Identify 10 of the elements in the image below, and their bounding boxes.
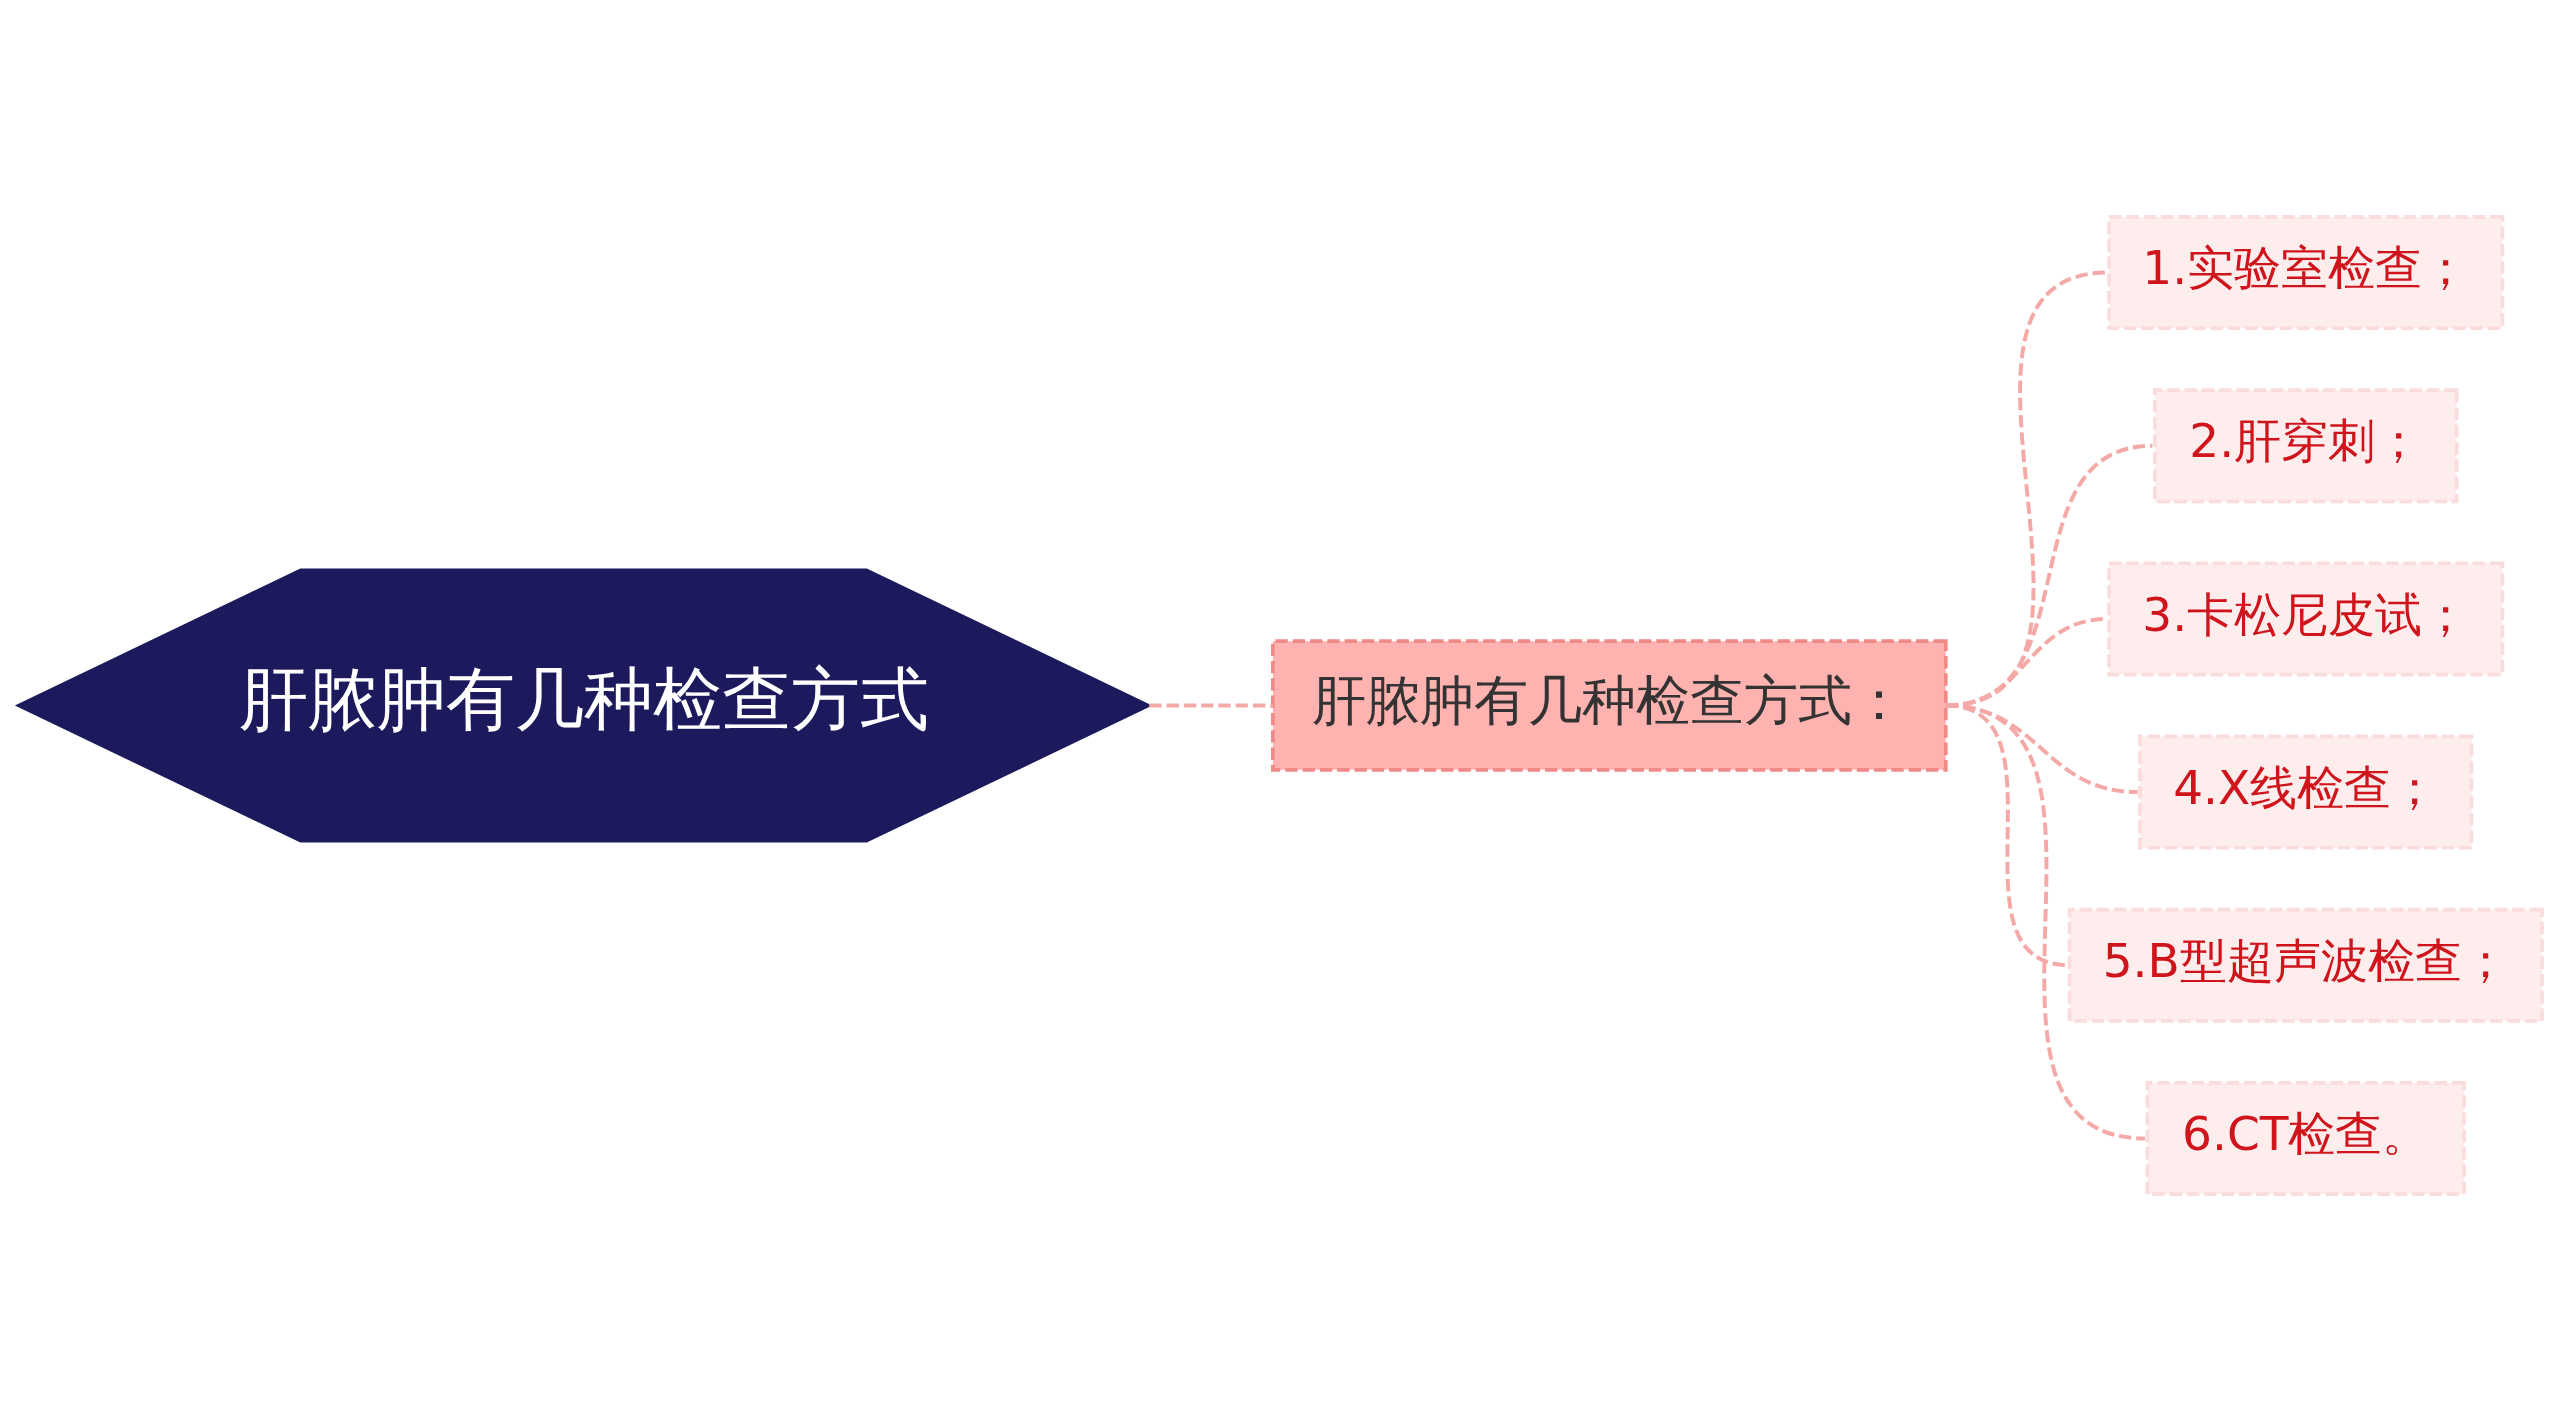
node-box: 1.实验室检查； (2107, 214, 2505, 330)
node-box: 2.肝穿刺； (2153, 387, 2459, 503)
connector (1945, 703, 2146, 1140)
node-box: 4.X线检查； (2138, 734, 2474, 850)
connector (1149, 703, 1273, 707)
node-box: 3.卡松尼皮试； (2107, 560, 2505, 676)
node-box: 5.B型超声波检查； (2067, 907, 2544, 1023)
node-box: 6.CT检查。 (2145, 1080, 2466, 1196)
node-box: 肝脓肿有几种检查方式： (1271, 638, 1948, 772)
connector (1945, 443, 2153, 707)
